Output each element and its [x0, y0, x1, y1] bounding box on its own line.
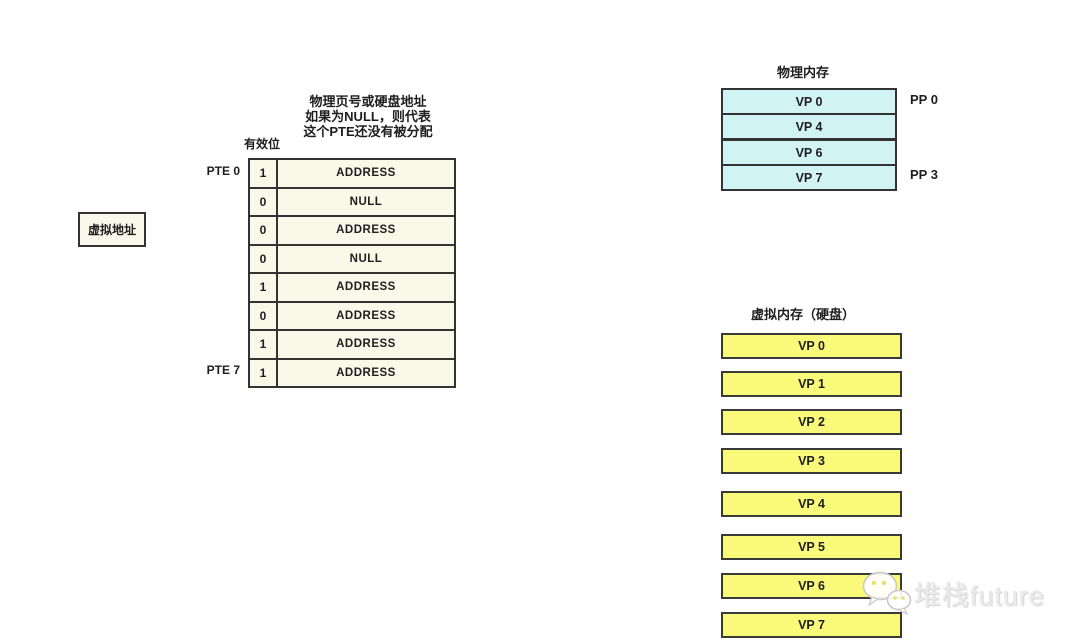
- pte-valid-bit-2: 0: [250, 217, 278, 244]
- valid-bit-header: 有效位: [243, 137, 280, 151]
- physical-memory-title: 物理内存: [776, 65, 830, 80]
- pm-row-1: VP 4: [723, 113, 895, 138]
- pte-valid-bit-0: 1: [250, 160, 278, 187]
- disk-row-2: VP 2: [721, 409, 902, 435]
- pte-row-0: 1 ADDRESS: [250, 160, 454, 187]
- disk-row-7: VP 7: [721, 612, 902, 638]
- pm-row-0: VP 0: [795, 94, 823, 109]
- pte-7-label: PTE 7: [206, 363, 240, 377]
- pte-value-7: ADDRESS: [336, 366, 396, 379]
- pp-label-0: PP 0: [910, 92, 938, 107]
- watermark-text: 堆栈future: [914, 580, 1046, 611]
- annotation-line-3: 这个PTE还没有被分配: [303, 124, 433, 139]
- pte-row-5: 0 ADDRESS: [250, 300, 454, 329]
- disk-row-0: VP 0: [721, 333, 902, 359]
- pte-value-6: ADDRESS: [336, 338, 396, 351]
- pte-row-7: 1 ADDRESS: [250, 357, 454, 386]
- pte-value-0: ADDRESS: [336, 167, 396, 180]
- pte-valid-bit-1: 0: [250, 188, 278, 215]
- virtual-address-label: 虚拟地址: [87, 223, 136, 237]
- pm-row-2: VP 6: [723, 138, 895, 164]
- pte-row-3: 0 NULL: [250, 243, 454, 272]
- pte-valid-bit-7: 1: [250, 359, 278, 386]
- pte-valid-bit-5: 0: [250, 302, 278, 329]
- watermark: 堆栈future: [862, 571, 1045, 615]
- pte-0-label: PTE 0: [206, 164, 240, 178]
- virtual-address-box: 虚拟地址: [78, 212, 146, 247]
- pte-valid-bit-3: 0: [250, 245, 278, 272]
- annotation-line-1: 物理页号或硬盘地址: [309, 94, 427, 109]
- pte-row-4: 1 ADDRESS: [250, 272, 454, 301]
- pte-value-2: ADDRESS: [336, 224, 396, 237]
- wechat-icon: [862, 571, 912, 615]
- disk-row-4: VP 4: [721, 491, 902, 517]
- pte-valid-bit-4: 1: [250, 274, 278, 301]
- pte-row-1: 0 NULL: [250, 186, 454, 215]
- pte-row-6: 1 ADDRESS: [250, 329, 454, 358]
- disk-row-3: VP 3: [721, 448, 902, 474]
- pte-row-2: 0 ADDRESS: [250, 215, 454, 244]
- pte-annotation: 物理页号或硬盘地址 如果为NULL，则代表 这个PTE还没有被分配: [303, 94, 432, 139]
- pte-valid-bit-6: 1: [250, 331, 278, 358]
- pte-value-3: NULL: [349, 252, 383, 265]
- disk-title: 虚拟内存（硬盘）: [750, 307, 856, 322]
- disk-row-5: VP 5: [721, 534, 902, 560]
- annotation-line-2: 如果为NULL，则代表: [305, 109, 431, 124]
- pte-value-1: NULL: [349, 195, 383, 208]
- pm-row-3: VP 7: [723, 164, 895, 189]
- pp-label-3: PP 3: [910, 167, 938, 182]
- pte-value-5: ADDRESS: [336, 309, 396, 322]
- disk-row-1: VP 1: [721, 371, 902, 397]
- pte-value-4: ADDRESS: [336, 281, 396, 294]
